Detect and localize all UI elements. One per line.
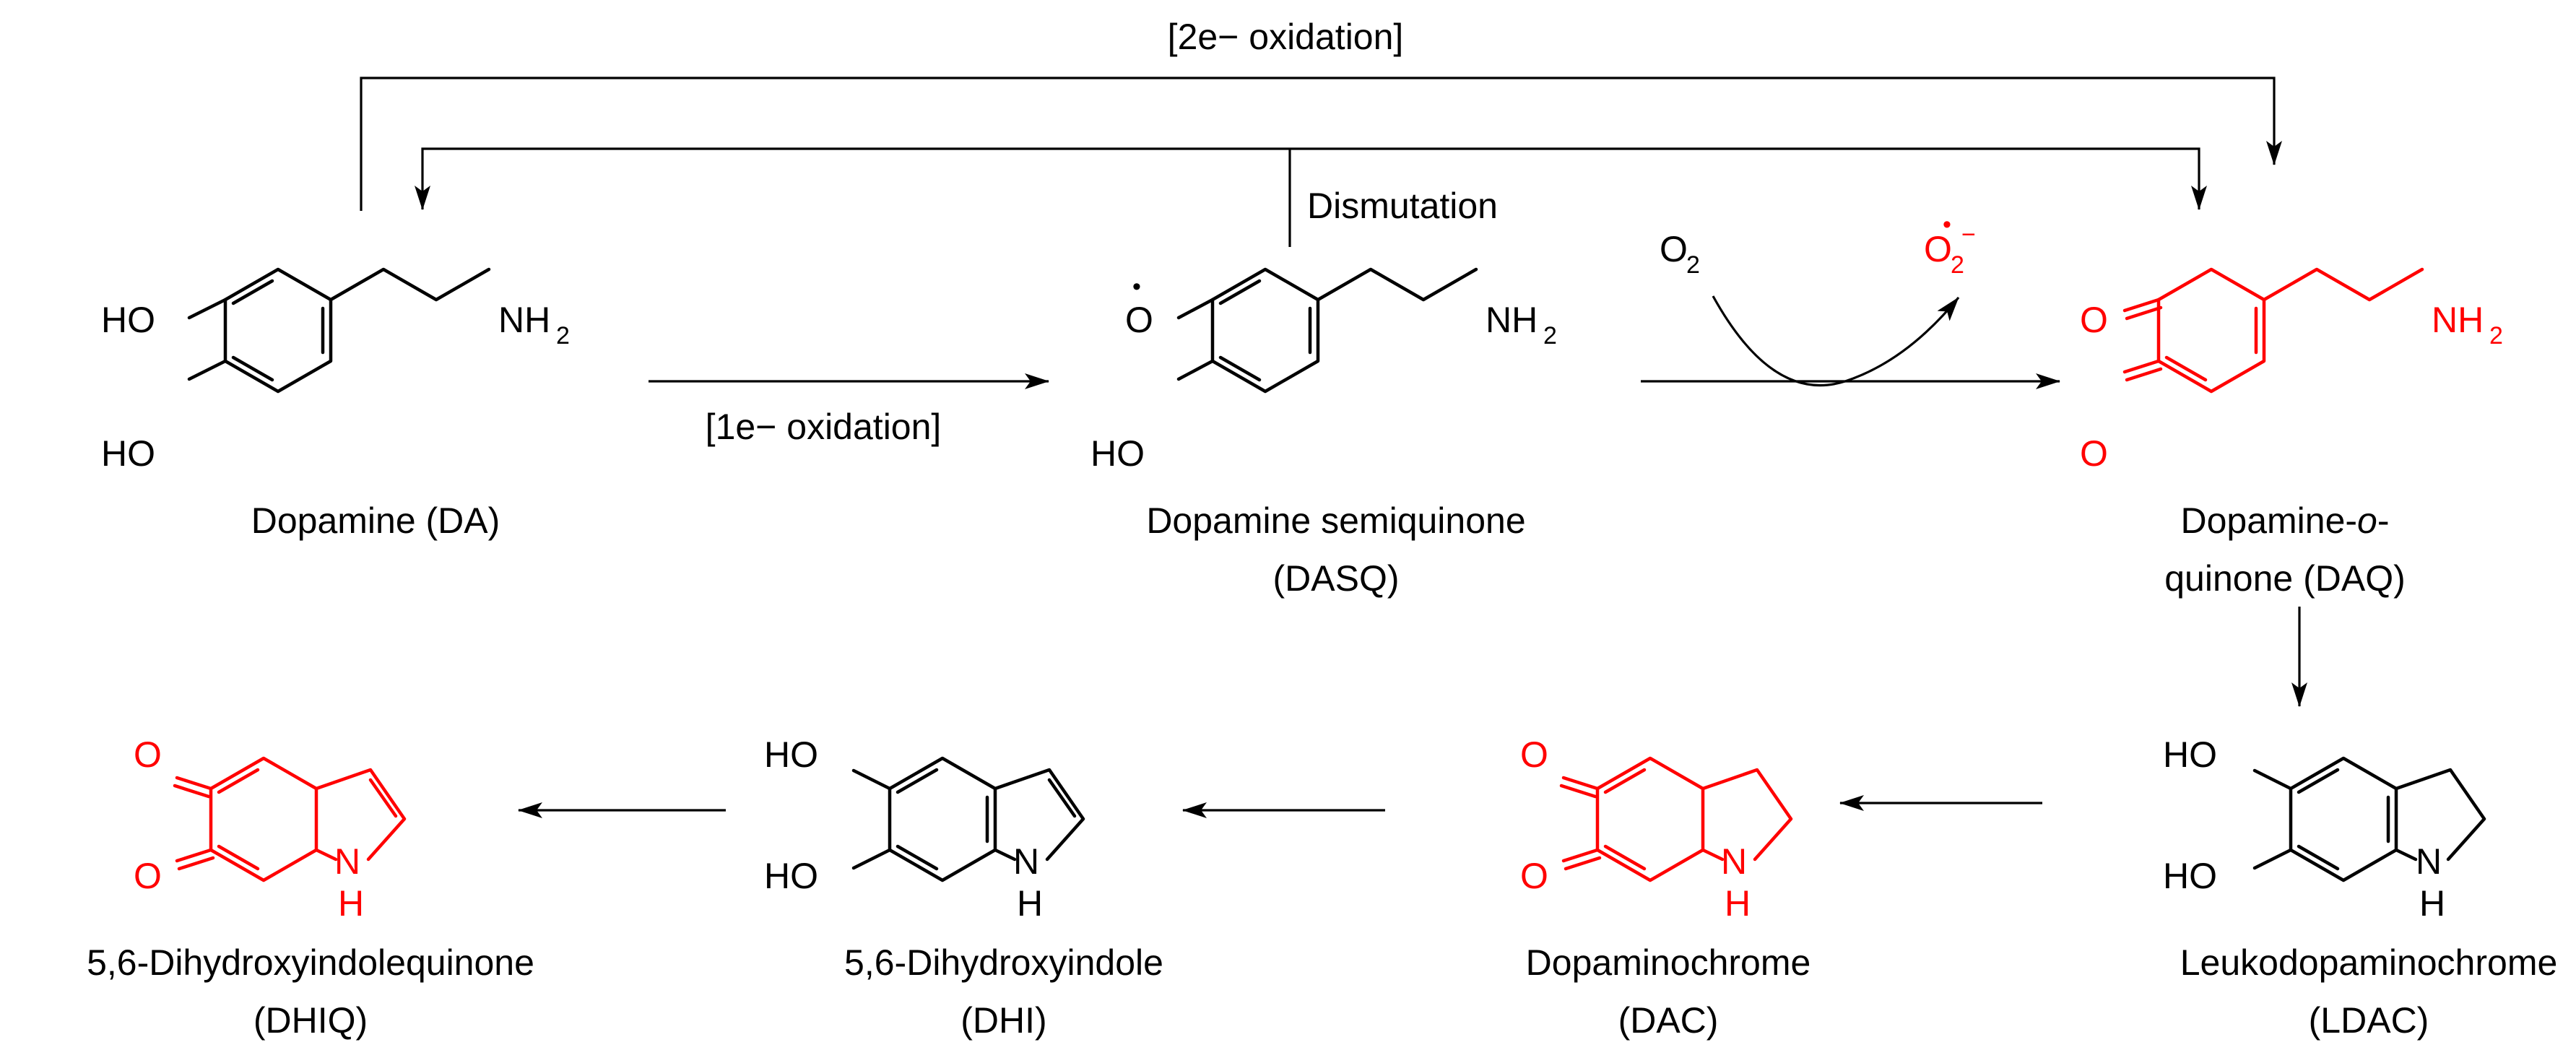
svg-text:2: 2 [2489, 322, 2503, 350]
svg-text:H: H [338, 883, 364, 924]
svg-text:O: O [134, 856, 162, 896]
svg-text:−: − [1961, 221, 1976, 248]
svg-text:HO: HO [101, 433, 155, 474]
svg-text:N: N [2416, 841, 2442, 882]
svg-text:H: H [2419, 883, 2445, 924]
svg-text:O: O [1660, 229, 1688, 269]
dhiq-name-line2: (DHIQ) [253, 1000, 368, 1041]
svg-text:NH: NH [498, 300, 550, 340]
svg-text:H: H [1725, 883, 1751, 924]
svg-text:O: O [1125, 300, 1153, 340]
dac-name-line2: (DAC) [1618, 1000, 1719, 1041]
dismutation-arrows: Dismutation [415, 147, 2207, 247]
dismutation-label: Dismutation [1307, 186, 1498, 226]
svg-text:H: H [1017, 883, 1043, 924]
dhi-name-line2: (DHI) [960, 1000, 1046, 1041]
svg-text:O: O [1520, 856, 1548, 896]
svg-text:O: O [2080, 300, 2108, 340]
leukodopaminochrome-structure: HO HO N H Leukodopaminochrome (LDAC) [2163, 734, 2557, 1041]
svg-text:2: 2 [1951, 251, 1964, 279]
svg-text:HO: HO [764, 734, 818, 775]
dasq-name-line1: Dopamine semiquinone [1146, 500, 1525, 541]
svg-text:•: • [1132, 273, 1141, 300]
superoxide-label: O 2 − • [1924, 211, 1976, 279]
dihydroxyindolequinone-structure: O O N H 5,6-Dihydroxyindolequinone (DHIQ… [87, 734, 534, 1041]
dopamine-structure: HO HO NH 2 Dopamine (DA) [101, 267, 570, 541]
svg-text:HO: HO [1090, 433, 1145, 474]
svg-text:O: O [2080, 433, 2108, 474]
svg-text:O: O [1520, 734, 1548, 775]
oxygen-label: O 2 [1660, 229, 1700, 279]
dopamine-semiquinone-structure: O • HO NH 2 Dopamine semiquinone (DASQ) [1090, 267, 1557, 599]
dac-name-line1: Dopaminochrome [1526, 942, 1811, 983]
dhi-name-line1: 5,6-Dihydroxyindole [844, 942, 1163, 983]
oxygen-reduction-arrow: O 2 O 2 − • [1641, 211, 2060, 389]
two-electron-oxidation-arrow: [2e− oxidation] [360, 17, 2282, 211]
svg-text:2: 2 [1543, 322, 1557, 350]
svg-text:NH: NH [2432, 300, 2484, 340]
one-electron-oxidation-label: [1e− oxidation] [706, 407, 942, 447]
svg-text:NH: NH [1486, 300, 1538, 340]
svg-text:N: N [1013, 841, 1039, 882]
svg-text:N: N [1721, 841, 1747, 882]
svg-text:HO: HO [764, 856, 818, 896]
dopamine-quinone-structure: O O NH 2 Dopamine-o- quinone (DAQ) [2080, 267, 2503, 599]
svg-text:•: • [1943, 211, 1951, 238]
one-electron-oxidation-arrow: [1e− oxidation] [649, 373, 1049, 447]
ldac-name-line2: (LDAC) [2309, 1000, 2429, 1041]
dopaminochrome-structure: O O N H Dopaminochrome (DAC) [1520, 734, 1810, 1041]
svg-text:2: 2 [556, 322, 570, 350]
svg-text:HO: HO [101, 300, 155, 340]
svg-text:N: N [334, 841, 360, 882]
svg-text:HO: HO [2163, 734, 2217, 775]
ldac-name-line1: Leukodopaminochrome [2180, 942, 2558, 983]
dhiq-name-line1: 5,6-Dihydroxyindolequinone [87, 942, 534, 983]
svg-text:O: O [1924, 229, 1952, 269]
daq-name-line2: quinone (DAQ) [2164, 558, 2406, 599]
dihydroxyindole-structure: HO HO N H 5,6-Dihydroxyindole (DHI) [764, 734, 1163, 1041]
dopamine-name: Dopamine (DA) [251, 500, 500, 541]
svg-text:O: O [134, 734, 162, 775]
svg-text:HO: HO [2163, 856, 2217, 896]
dasq-name-line2: (DASQ) [1273, 558, 1400, 599]
daq-name-line1: Dopamine-o- [2180, 500, 2389, 541]
two-electron-oxidation-label: [2e− oxidation] [1168, 17, 1404, 57]
svg-text:2: 2 [1686, 251, 1700, 279]
